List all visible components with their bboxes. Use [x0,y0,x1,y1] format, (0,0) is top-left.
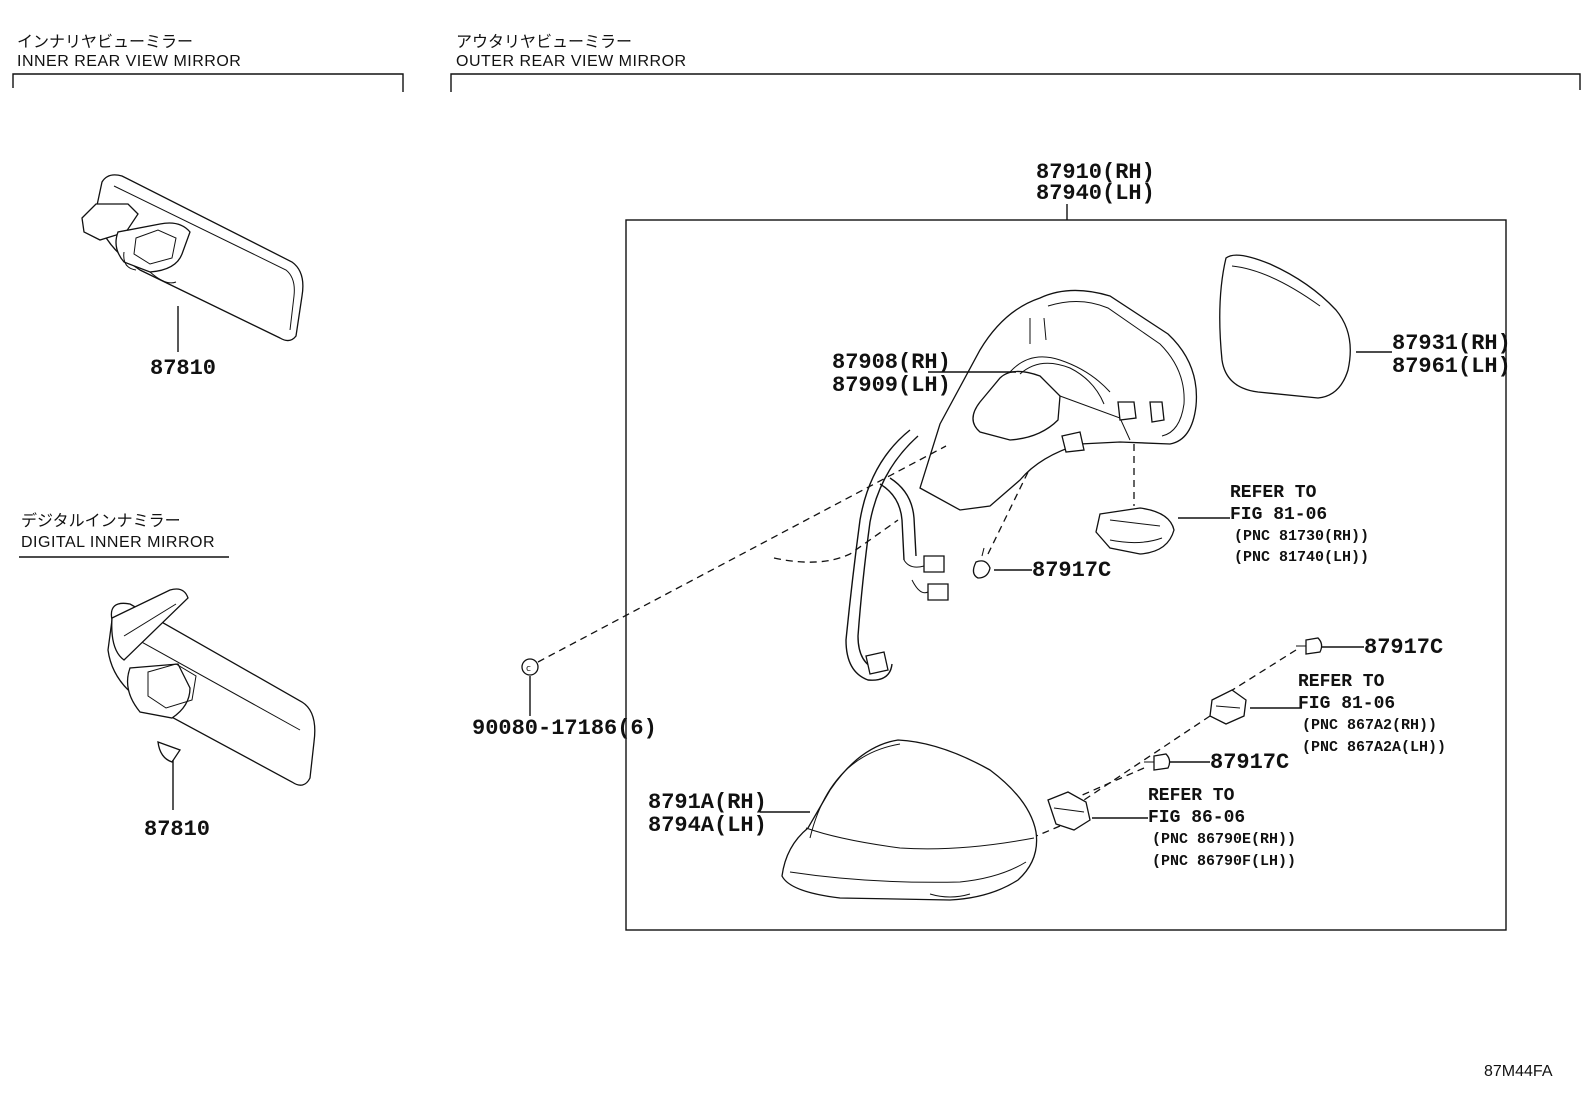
part-number-inner-mirror: 87810 [150,356,216,381]
part-number-body-rh: 87908(RH) [832,350,951,375]
reference-note-1: REFER TO FIG 81-06 (PNC 81730(RH)) (PNC … [1230,483,1369,566]
mirror-cover-drawing [781,739,1038,901]
ref-2-pnc2: (PNC 867A2A(LH)) [1302,739,1446,756]
screw-icon [972,547,991,579]
part-number-clip: 90080-17186(6) [472,716,657,741]
ref-2-line2: FIG 81-06 [1298,694,1395,714]
reference-note-2: REFER TO FIG 81-06 (PNC 867A2(RH)) (PNC … [1298,672,1446,756]
mirror-body-drawing [845,289,1198,681]
svg-text:c: c [526,664,531,674]
camera-bracket-drawing [1047,791,1091,831]
ref-3-line1: REFER TO [1148,786,1235,806]
reference-note-3: REFER TO FIG 86-06 (PNC 86790E(RH)) (PNC… [1148,786,1296,870]
ref-3-line2: FIG 86-06 [1148,808,1245,828]
part-number-screw-1: 87917C [1032,558,1111,583]
part-number-screw-3: 87917C [1210,750,1289,775]
part-number-body-lh: 87909(LH) [832,373,951,398]
ref-3-pnc2: (PNC 86790F(LH)) [1152,853,1296,870]
mirror-glass-drawing [1219,254,1351,399]
ref-2-pnc1: (PNC 867A2(RH)) [1302,717,1437,734]
ref-1-line2: FIG 81-06 [1230,505,1327,525]
section-header-inner: インナリヤビューミラー INNER REAR VIEW MIRROR [12,32,404,92]
digital-mirror-drawing [107,588,316,810]
part-number-screw-2: 87917C [1364,635,1443,660]
screw-icon [1296,637,1323,655]
section-title-jp-digital: デジタルインナミラー [21,511,181,530]
ref-1-line1: REFER TO [1230,483,1317,503]
part-number-assy-lh: 87940(LH) [1036,181,1155,206]
ref-2-line1: REFER TO [1298,672,1385,692]
section-title-en-outer: OUTER REAR VIEW MIRROR [456,53,687,70]
ref-3-pnc1: (PNC 86790E(RH)) [1152,831,1296,848]
assembly-frame [625,219,1507,931]
turn-lamp-drawing [1095,507,1175,555]
section-title-en-inner: INNER REAR VIEW MIRROR [17,53,241,70]
section-title-en-digital: DIGITAL INNER MIRROR [21,534,215,551]
clip-icon: c [521,658,539,676]
figure-code: 87M44FA [1484,1063,1553,1080]
ref-1-pnc1: (PNC 81730(RH)) [1234,528,1369,545]
ref-1-pnc2: (PNC 81740(LH)) [1234,549,1369,566]
part-number-glass-lh: 87961(LH) [1392,354,1511,379]
part-number-glass-rh: 87931(RH) [1392,331,1511,356]
section-header-outer: アウタリヤビューミラー OUTER REAR VIEW MIRROR [450,32,1581,92]
part-number-digital-mirror: 87810 [144,817,210,842]
inner-mirror-drawing [81,174,304,352]
bracket-drawing [1209,689,1247,725]
part-number-assy-rh: 87910(RH) [1036,160,1155,185]
section-title-jp-inner: インナリヤビューミラー [17,32,193,51]
section-header-digital: デジタルインナミラー DIGITAL INNER MIRROR [19,511,229,558]
section-title-jp-outer: アウタリヤビューミラー [456,32,632,51]
screw-icon [1144,753,1171,771]
part-number-cover-lh: 8794A(LH) [648,813,767,838]
part-number-cover-rh: 8791A(RH) [648,790,767,815]
